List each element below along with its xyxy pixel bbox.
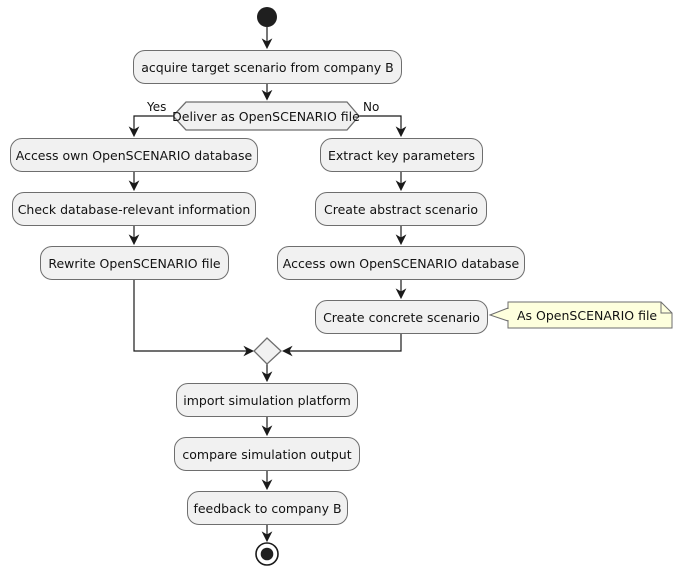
note-as-openscenario-file: As OpenSCENARIO file	[517, 307, 658, 323]
start-node-icon	[257, 7, 277, 27]
branch-label-yes: Yes	[147, 100, 167, 114]
end-node-icon	[255, 542, 279, 566]
activity-feedback-to-company-b: feedback to company B	[187, 491, 348, 525]
activity-create-abstract-scenario: Create abstract scenario	[315, 192, 487, 226]
activity-access-own-openscenario-database-left: Access own OpenSCENARIO database	[10, 138, 258, 172]
decision-shape	[172, 101, 360, 131]
activity-rewrite-openscenario-file: Rewrite OpenSCENARIO file	[40, 246, 229, 280]
activity-extract-key-parameters: Extract key parameters	[320, 138, 483, 172]
note-shape	[488, 301, 673, 329]
activity-check-database-relevant-information: Check database-relevant information	[12, 192, 256, 226]
branch-label-no: No	[363, 100, 380, 114]
activity-import-simulation-platform: import simulation platform	[176, 383, 358, 417]
activity-create-concrete-scenario: Create concrete scenario	[315, 300, 488, 334]
flow-edges	[128, 27, 407, 543]
activity-compare-simulation-output: compare simulation output	[174, 437, 360, 471]
merge-node-icon	[253, 337, 282, 365]
activity-acquire-target-scenario: acquire target scenario from company B	[133, 50, 402, 84]
activity-access-own-openscenario-database-right: Access own OpenSCENARIO database	[277, 246, 525, 280]
